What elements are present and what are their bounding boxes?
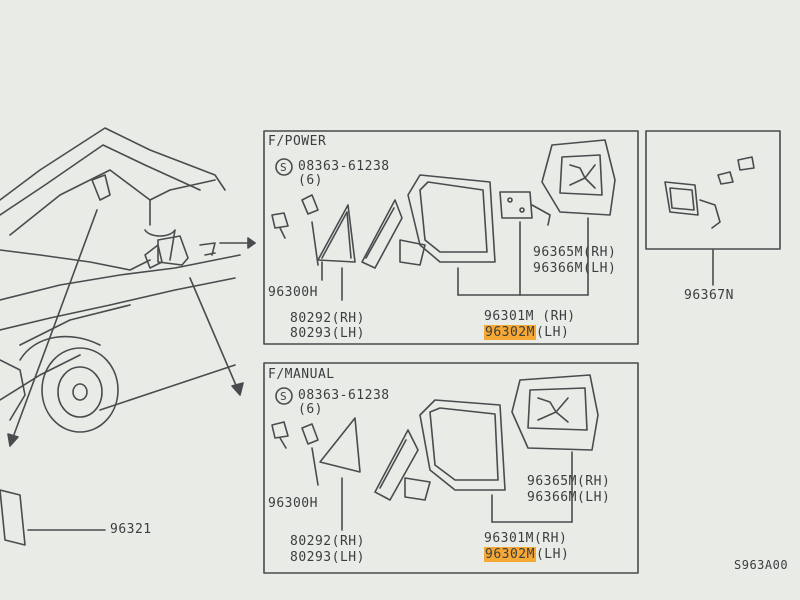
power-finisher-lh: 80293(LH) <box>290 326 365 341</box>
screw-symbol: S <box>280 161 288 174</box>
power-panel-frame <box>263 130 639 345</box>
power-panel-drawing <box>271 139 616 301</box>
power-screw-part: 08363-61238 <box>298 159 390 174</box>
power-glass-rh: 96365M(RH) <box>533 245 617 260</box>
manual-glass-lh: 96366M(LH) <box>527 490 611 505</box>
manual-panel-title: F/MANUAL <box>268 367 335 382</box>
manual-cover-part: 96300H <box>268 496 318 511</box>
power-mirror-lh-side: (LH) <box>535 325 570 340</box>
manual-mirror-rh: 96301M(RH) <box>484 531 568 546</box>
manual-mirror-lh-code: 96302M <box>484 547 536 562</box>
motor-panel-frame <box>645 130 781 250</box>
manual-panel-frame <box>263 362 639 574</box>
power-cover-part: 96300H <box>268 285 318 300</box>
manual-screw-qty: (6) <box>298 402 323 417</box>
callout-arrows <box>7 209 256 447</box>
power-mirror-lh: 96302M(LH) <box>484 325 570 340</box>
mudflap-part: 96321 <box>110 522 152 537</box>
manual-screw-part: 08363-61238 <box>298 388 390 403</box>
screw-symbol-manual: S <box>280 390 288 403</box>
power-mirror-lh-code: 96302M <box>484 325 536 340</box>
power-screw-qty: (6) <box>298 173 323 188</box>
power-panel-title: F/POWER <box>268 134 327 149</box>
figure-code: S963A00 <box>734 558 789 572</box>
manual-mirror-lh: 96302M(LH) <box>484 547 570 562</box>
manual-glass-rh: 96365M(RH) <box>527 474 611 489</box>
manual-finisher-rh: 80292(RH) <box>290 534 365 549</box>
power-mirror-rh: 96301M (RH) <box>484 309 576 324</box>
manual-panel-drawing <box>271 374 599 531</box>
power-finisher-rh: 80292(RH) <box>290 311 365 326</box>
power-glass-lh: 96366M(LH) <box>533 261 617 276</box>
motor-panel-drawing <box>664 156 755 286</box>
truck-illustration <box>0 127 241 546</box>
motor-part: 96367N <box>684 288 734 303</box>
manual-finisher-lh: 80293(LH) <box>290 550 365 565</box>
manual-mirror-lh-side: (LH) <box>535 547 570 562</box>
